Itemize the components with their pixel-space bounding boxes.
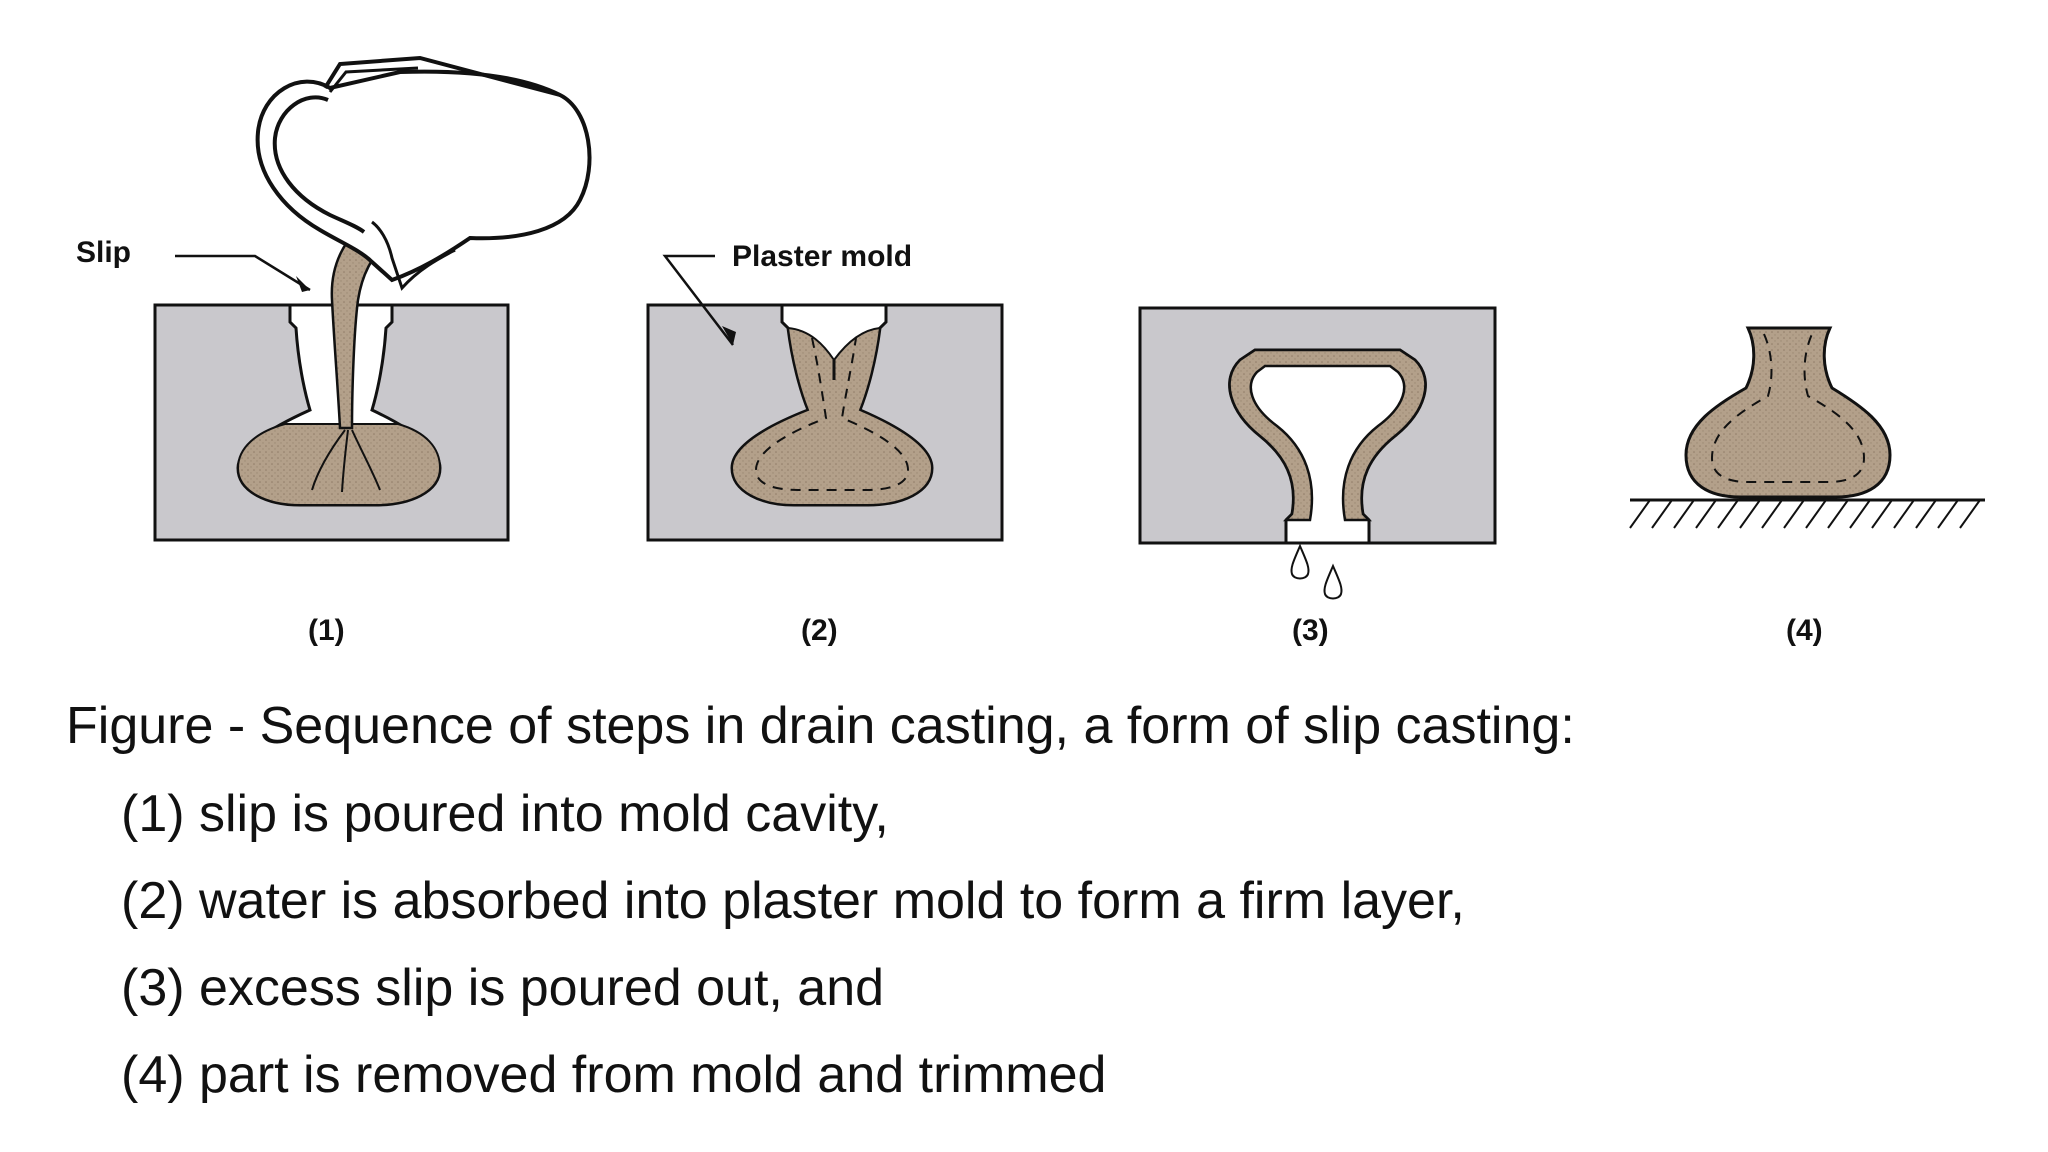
step-4-panel: (4) <box>1629 326 1985 647</box>
caption-title: Figure - Sequence of steps in drain cast… <box>66 697 1575 755</box>
caption-step-3: (3) excess slip is poured out, and <box>121 959 885 1017</box>
plaster-mold-label: Plaster mold <box>732 240 912 273</box>
step-1-slip-pool <box>236 423 442 506</box>
step-2-slip-fill <box>730 326 934 506</box>
step-4-trimmed-part <box>1684 326 1892 499</box>
step-2-number: (2) <box>801 614 838 647</box>
step-3-number: (3) <box>1292 614 1329 647</box>
plaster-mold-leader-line <box>662 254 734 346</box>
caption-step-1: (1) slip is poured into mold cavity, <box>121 785 889 843</box>
caption-step-2: (2) water is absorbed into plaster mold … <box>121 872 1465 930</box>
slip-label: Slip <box>76 236 131 269</box>
step-4-firm-layer <box>1710 333 1866 483</box>
slip-drop-icon <box>1290 543 1310 580</box>
step-3-cast-shell <box>1228 348 1427 522</box>
caption-step-4: (4) part is removed from mold and trimme… <box>121 1046 1107 1104</box>
step-1-panel: Slip (1) <box>76 55 592 647</box>
step-1-slip-stream <box>330 220 388 430</box>
step-2-firm-layer <box>754 337 910 491</box>
slip-drop-icon <box>1323 563 1343 600</box>
slip-leader-line <box>175 254 311 292</box>
ground-hatching <box>1629 499 1981 529</box>
step-3-plaster-mold <box>1138 306 1497 545</box>
step-3-panel: (3) <box>1138 306 1497 647</box>
pitcher-icon <box>255 69 592 283</box>
step-2-panel: Plaster mold (2) <box>646 240 1004 647</box>
step-1-number: (1) <box>308 614 345 647</box>
step-4-number: (4) <box>1786 614 1823 647</box>
